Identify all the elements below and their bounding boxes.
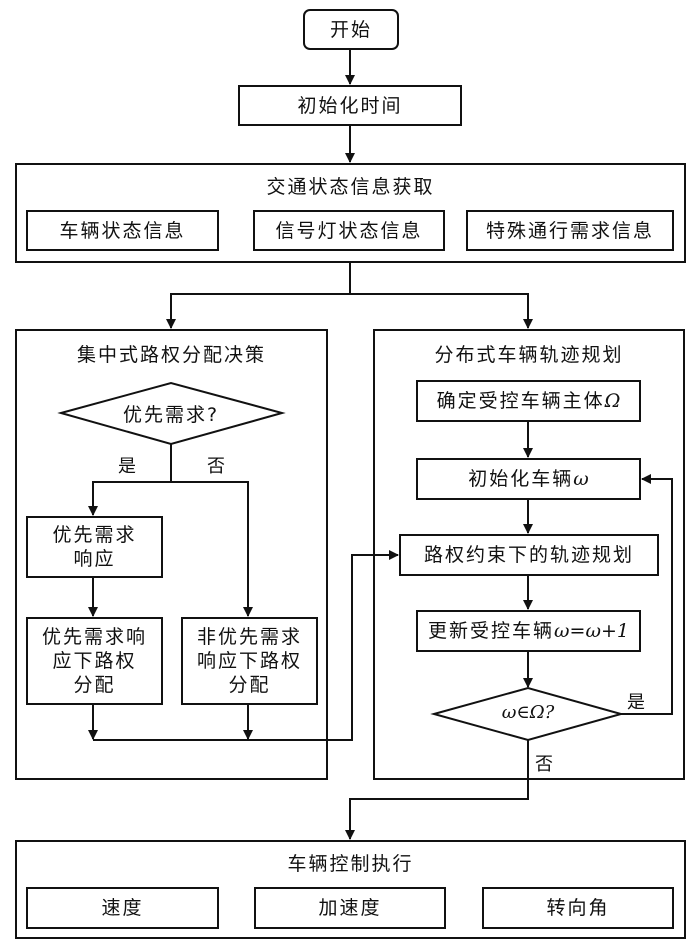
- control-acceleration: 加速度: [254, 887, 446, 929]
- priority-response-node: 优先需求 响应: [26, 516, 163, 578]
- decision-diamond-priority: [57, 381, 286, 446]
- init-vehicle-label: 初始化车辆: [468, 468, 574, 490]
- distributed-title: 分布式车辆轨迹规划: [434, 344, 624, 366]
- init-time-label: 初始化时间: [297, 94, 403, 117]
- distributed-group: 分布式车辆轨迹规划: [373, 329, 685, 780]
- traffic-info-title: 交通状态信息获取: [266, 176, 435, 198]
- arrow-yes-branch: [88, 481, 171, 516]
- control-speed: 速度: [26, 887, 219, 929]
- vehicle-state-label: 车辆状态信息: [59, 219, 186, 242]
- omega-symbol: ω: [573, 468, 589, 490]
- centralized-title: 集中式路权分配决策: [76, 344, 266, 366]
- vehicle-control-title: 车辆控制执行: [287, 853, 414, 875]
- arrow-to-centralized: [166, 293, 350, 329]
- update-vehicle-label: 更新受控车辆: [428, 620, 555, 642]
- start-label: 开始: [329, 18, 372, 41]
- centralized-group: 集中式路权分配决策: [15, 329, 328, 780]
- omega-set-symbol: Ω: [604, 390, 621, 412]
- priority-allocation-label: 优先需求响 应下路权 分配: [41, 626, 147, 696]
- trajectory-planning-label: 路权约束下的轨迹规划: [423, 544, 634, 566]
- update-expression: ω=ω+1: [554, 620, 629, 642]
- start-node: 开始: [303, 9, 399, 50]
- nonpriority-allocation-label: 非优先需求 响应下路权 分配: [196, 626, 302, 696]
- arrow-to-distributed: [350, 293, 533, 329]
- priority-no-label: 否: [207, 456, 225, 477]
- nonpriority-allocation-node: 非优先需求 响应下路权 分配: [181, 617, 318, 705]
- determine-vehicles-label: 确定受控车辆主体: [436, 390, 605, 412]
- signal-state-label: 信号灯状态信息: [275, 219, 423, 242]
- membership-yes-label: 是: [627, 692, 645, 713]
- traffic-info-signal-state: 信号灯状态信息: [253, 210, 445, 251]
- membership-decision-label: ω∈Ω?: [501, 702, 555, 723]
- traffic-info-vehicle-state: 车辆状态信息: [26, 210, 219, 251]
- special-demand-label: 特殊通行需求信息: [485, 219, 654, 242]
- traffic-info-special-demand: 特殊通行需求信息: [466, 210, 674, 251]
- arrow-no-to-control: [345, 740, 529, 840]
- steering-angle-label: 转向角: [546, 897, 610, 919]
- arrow-yes-loop: [621, 474, 673, 715]
- trajectory-planning-node: 路权约束下的轨迹规划: [399, 534, 659, 576]
- arrow-merge-to-trajectory: [93, 550, 399, 741]
- arrow-no-branch: [171, 481, 253, 617]
- membership-no-label: 否: [535, 754, 553, 775]
- priority-allocation-node: 优先需求响 应下路权 分配: [26, 617, 163, 705]
- acceleration-label: 加速度: [318, 897, 382, 919]
- init-time-node: 初始化时间: [238, 85, 462, 126]
- priority-response-label: 优先需求 响应: [52, 524, 137, 570]
- priority-yes-label: 是: [118, 456, 136, 477]
- speed-label: 速度: [101, 897, 144, 919]
- control-steering-angle: 转向角: [482, 887, 674, 929]
- priority-decision-label: 优先需求?: [122, 404, 220, 426]
